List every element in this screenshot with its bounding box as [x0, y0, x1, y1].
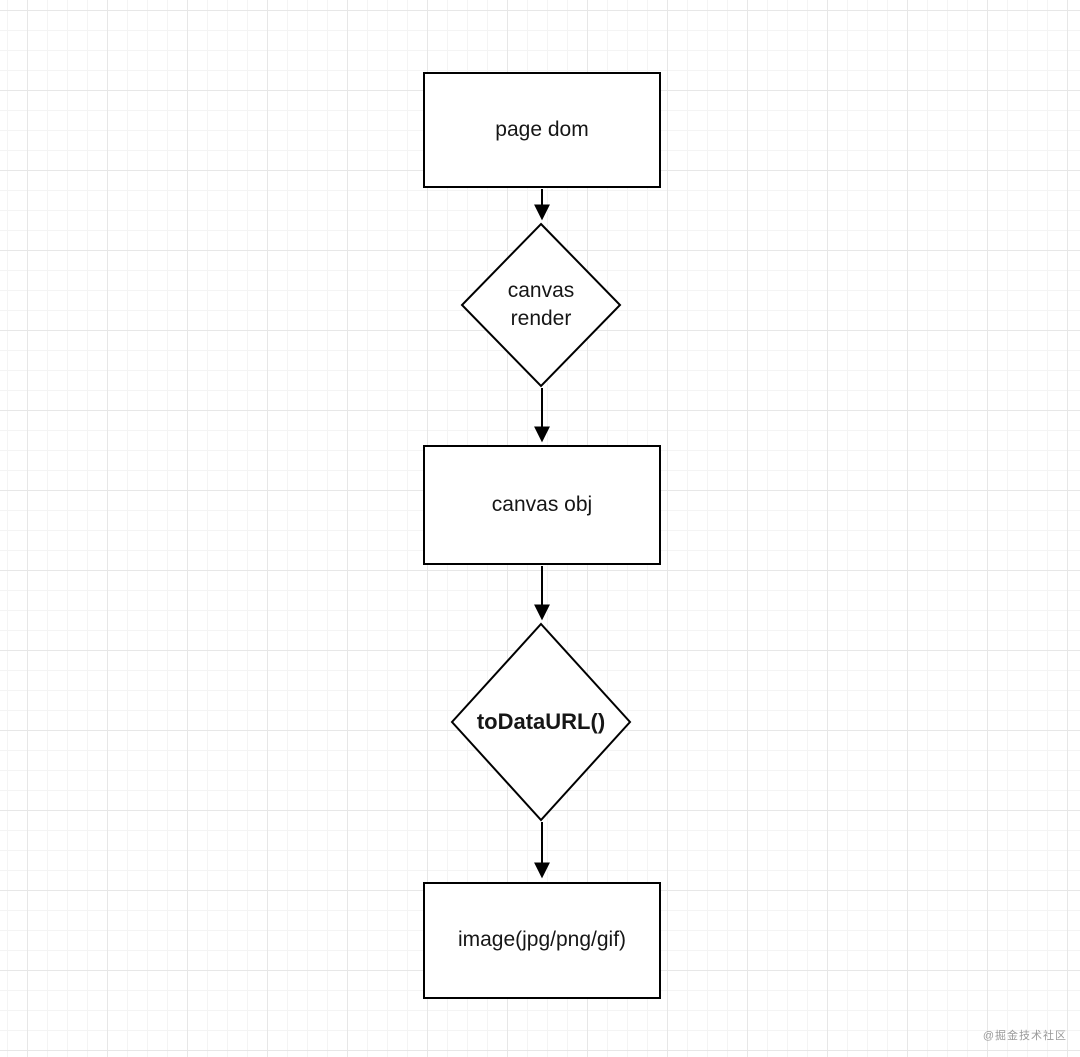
node-canvas-obj [423, 445, 661, 565]
juejin-watermark: @掘金技术社区 [982, 1030, 1067, 1042]
node-canvas-render [460, 222, 622, 388]
node-todataurl [450, 622, 632, 822]
node-page-dom [423, 72, 661, 188]
node-image-output [423, 882, 661, 999]
